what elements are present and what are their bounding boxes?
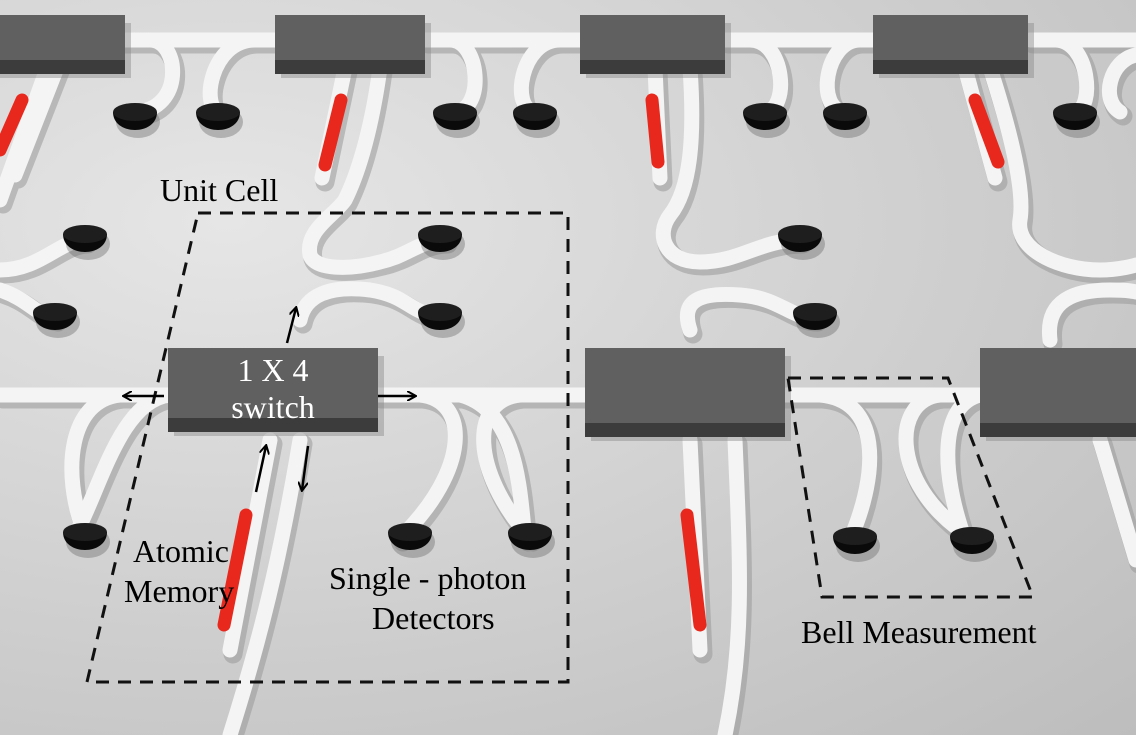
unit-cell-box bbox=[85, 211, 570, 684]
detector-top bbox=[33, 303, 77, 321]
detector-top bbox=[63, 523, 107, 541]
detector-top bbox=[388, 523, 432, 541]
detector-top bbox=[1053, 103, 1097, 121]
waveguide bbox=[222, 432, 278, 658]
detectors-label-line1: Single - photon bbox=[329, 560, 527, 596]
detector-top bbox=[823, 103, 867, 121]
waveguide bbox=[1092, 432, 1136, 568]
arrow-icon bbox=[302, 445, 310, 490]
waveguide bbox=[392, 387, 463, 546]
detector-top bbox=[778, 225, 822, 243]
detector-top bbox=[508, 523, 552, 541]
switch-front bbox=[580, 58, 725, 74]
detector-top bbox=[950, 527, 994, 545]
atomic-memory-icon bbox=[217, 508, 253, 632]
detector-top bbox=[418, 225, 462, 243]
arrow-icon bbox=[254, 446, 266, 493]
switch-block-icon bbox=[585, 348, 785, 423]
memory-label-line1: Atomic bbox=[133, 533, 229, 569]
detector-top bbox=[433, 103, 477, 121]
detector-top bbox=[196, 103, 240, 121]
detector-top bbox=[113, 103, 157, 121]
switch-label: 1 X 4 switch bbox=[178, 352, 368, 426]
switch-label-line1: 1 X 4 bbox=[237, 352, 309, 388]
switch-block-icon bbox=[275, 15, 425, 60]
switch-block-icon bbox=[0, 15, 125, 60]
switch-port-arrows bbox=[124, 308, 415, 492]
atomic-memory-icon bbox=[680, 508, 707, 632]
detector-top bbox=[793, 303, 837, 321]
waveguide bbox=[898, 387, 983, 548]
waveguide bbox=[655, 60, 808, 270]
switch-front bbox=[585, 421, 785, 437]
detector-top bbox=[63, 225, 107, 243]
waveguide bbox=[1102, 47, 1136, 120]
switch-block-icon bbox=[980, 348, 1136, 423]
atomic-memory-icon bbox=[968, 93, 1005, 169]
arrow-icon bbox=[285, 308, 296, 344]
waveguide bbox=[1041, 282, 1136, 348]
detector-top bbox=[743, 103, 787, 121]
atomic-memory-icon bbox=[318, 93, 348, 172]
waveguide bbox=[717, 432, 747, 735]
switch-front bbox=[168, 416, 378, 432]
waveguide bbox=[982, 60, 1136, 278]
bell-measurement-label: Bell Measurement bbox=[801, 614, 1037, 650]
detectors-label-line2: Detectors bbox=[372, 600, 495, 636]
waveguide bbox=[64, 387, 128, 543]
atomic-memory-icon bbox=[645, 93, 665, 169]
waveguide bbox=[940, 387, 988, 548]
waveguide bbox=[812, 387, 878, 548]
switch-front bbox=[873, 58, 1028, 74]
atomic-memory-icon bbox=[0, 93, 29, 157]
switch-front bbox=[275, 58, 425, 74]
switch-block-icon bbox=[873, 15, 1028, 60]
switch-label-line2: switch bbox=[231, 388, 315, 425]
unit-cell-label: Unit Cell bbox=[160, 172, 279, 208]
waveguide bbox=[0, 52, 58, 208]
switch-front bbox=[980, 421, 1136, 437]
switch-block-icon bbox=[580, 15, 725, 60]
detector-top bbox=[513, 103, 557, 121]
switch-block-icon bbox=[168, 348, 378, 418]
detector-top bbox=[833, 527, 877, 545]
detector-top bbox=[418, 303, 462, 321]
waveguide bbox=[302, 60, 453, 275]
waveguide bbox=[222, 432, 308, 735]
waveguide bbox=[476, 387, 538, 546]
memory-label-line2: Memory bbox=[124, 573, 235, 609]
switch-front bbox=[0, 58, 125, 74]
